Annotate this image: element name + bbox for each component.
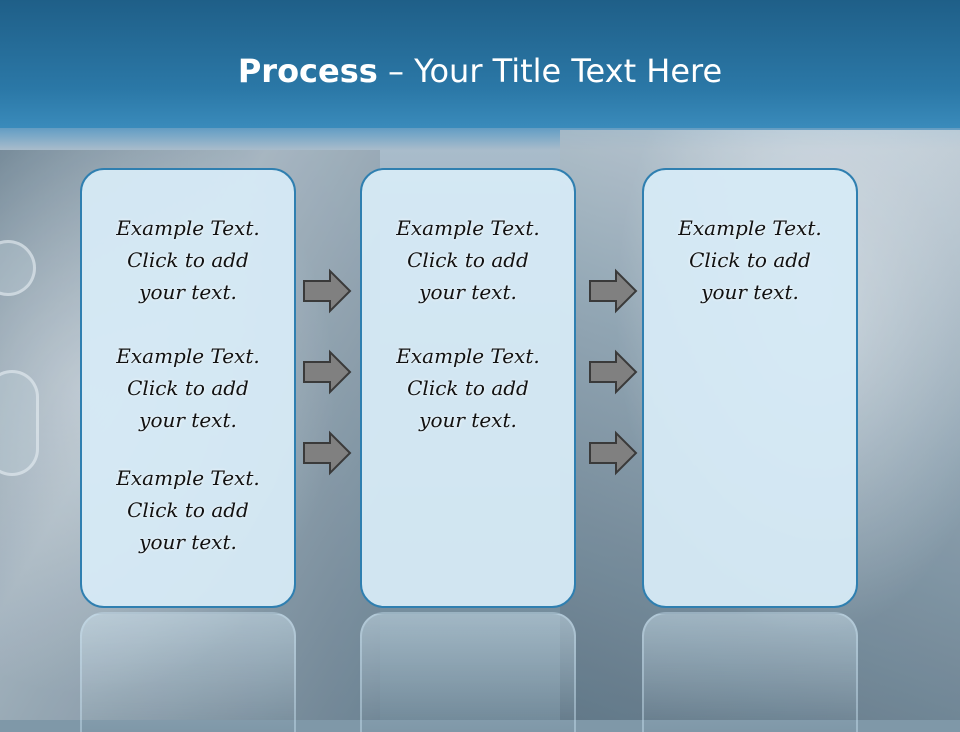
- text-line: Example Text.: [396, 344, 540, 368]
- process-box-3[interactable]: Example Text. Click to add your text.: [642, 168, 858, 608]
- text-line: Click to add: [127, 376, 249, 400]
- slide-title[interactable]: Process – Your Title Text Here: [0, 52, 960, 90]
- text-line: Example Text.: [116, 466, 260, 490]
- right-arrow-icon[interactable]: [588, 349, 638, 395]
- text-line: Click to add: [689, 248, 811, 272]
- box-reflection: [80, 612, 296, 732]
- text-line: your text.: [419, 280, 517, 304]
- title-bold: Process: [237, 52, 378, 90]
- box-reflection: [360, 612, 576, 732]
- right-arrow-icon[interactable]: [588, 268, 638, 314]
- text-block[interactable]: Example Text. Click to add your text.: [644, 212, 856, 308]
- text-line: your text.: [419, 408, 517, 432]
- process-box-1[interactable]: Example Text. Click to add your text. Ex…: [80, 168, 296, 608]
- title-rest: – Your Title Text Here: [377, 52, 723, 90]
- right-arrow-icon[interactable]: [302, 430, 352, 476]
- text-line: Click to add: [407, 248, 529, 272]
- text-line: Click to add: [127, 498, 249, 522]
- text-line: your text.: [139, 408, 237, 432]
- text-block[interactable]: Example Text. Click to add your text.: [82, 340, 294, 436]
- title-bar: [0, 0, 960, 128]
- text-block[interactable]: Example Text. Click to add your text.: [362, 212, 574, 308]
- text-line: Example Text.: [396, 216, 540, 240]
- text-line: Example Text.: [116, 216, 260, 240]
- right-arrow-icon[interactable]: [302, 349, 352, 395]
- text-line: Example Text.: [116, 344, 260, 368]
- text-block[interactable]: Example Text. Click to add your text.: [82, 462, 294, 558]
- right-arrow-icon[interactable]: [302, 268, 352, 314]
- text-block[interactable]: Example Text. Click to add your text.: [362, 340, 574, 436]
- text-line: Click to add: [407, 376, 529, 400]
- text-line: your text.: [701, 280, 799, 304]
- text-block[interactable]: Example Text. Click to add your text.: [82, 212, 294, 308]
- right-arrow-icon[interactable]: [588, 430, 638, 476]
- text-line: Example Text.: [678, 216, 822, 240]
- box-reflection: [642, 612, 858, 732]
- text-line: Click to add: [127, 248, 249, 272]
- text-line: your text.: [139, 280, 237, 304]
- gauge-graphic: [0, 370, 39, 476]
- text-line: your text.: [139, 530, 237, 554]
- process-box-2[interactable]: Example Text. Click to add your text. Ex…: [360, 168, 576, 608]
